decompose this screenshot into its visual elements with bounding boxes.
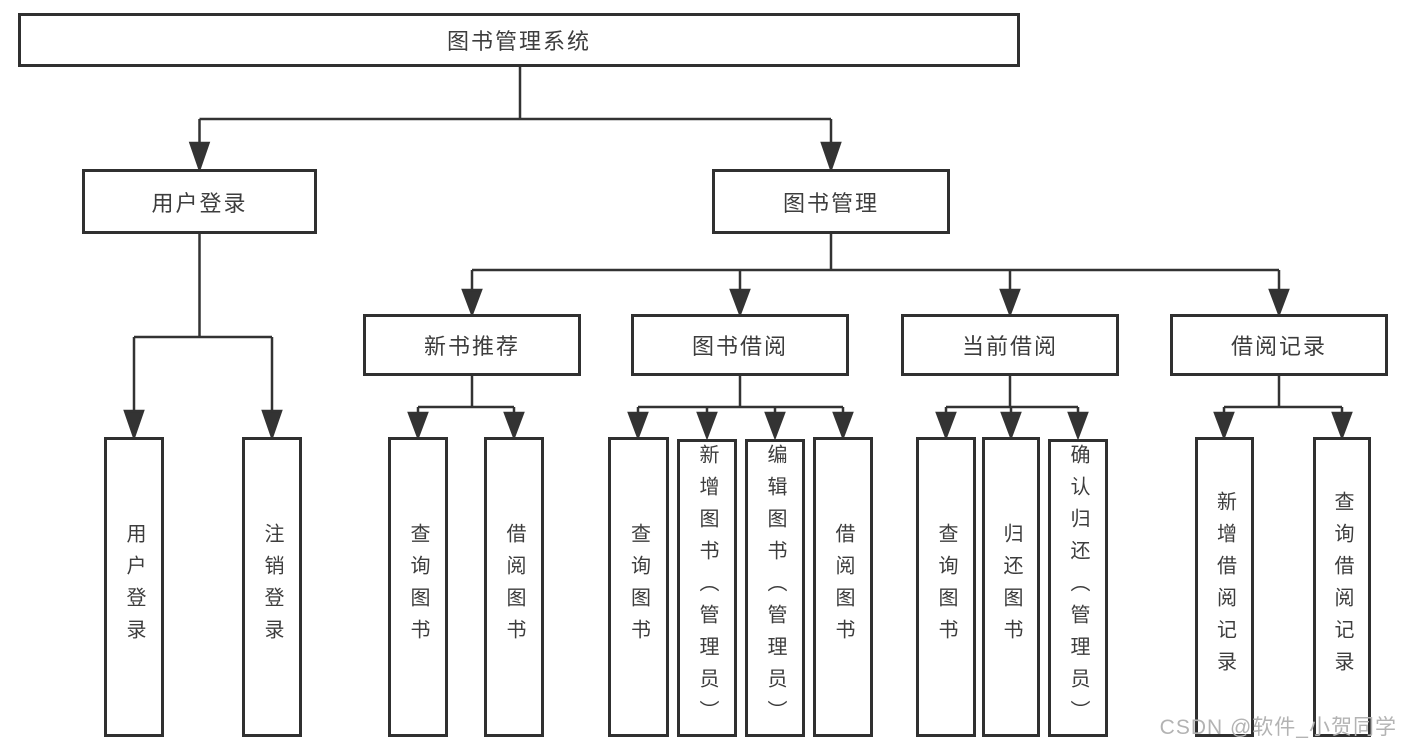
- arrowhead-icon: [729, 288, 751, 318]
- leaf-label: 查询图书: [627, 523, 650, 651]
- connector-user-login-children: [123, 234, 283, 441]
- node-book-borrowing: 图书借阅: [631, 314, 849, 376]
- leaf-label: 借阅图书: [503, 523, 525, 651]
- connector-current-borrowing-children: [935, 376, 1089, 441]
- leaf-return-books: 归还图书: [982, 437, 1040, 737]
- watermark: CSDN @软件_小贺同学: [1159, 716, 1397, 739]
- arrowhead-icon: [461, 288, 483, 318]
- arrowhead-icon: [1331, 411, 1353, 441]
- arrowhead-icon: [832, 411, 854, 441]
- arrowhead-icon: [123, 409, 145, 441]
- leaf-label: 查询图书: [935, 523, 957, 651]
- arrowhead-icon: [1000, 411, 1022, 441]
- leaf-confirm-return-admin: 确认归还（管理员）: [1048, 439, 1108, 737]
- arrowhead-icon: [627, 411, 649, 441]
- arrowhead-icon: [764, 411, 786, 441]
- leaf-borrow-book-borrowing: 借阅图书: [813, 437, 873, 737]
- leaf-label: 新增借阅记录: [1213, 491, 1236, 683]
- connector-book-borrowing-children: [627, 376, 854, 441]
- leaf-query-books-recommend: 查询图书: [388, 437, 448, 737]
- arrowhead-icon: [188, 141, 211, 173]
- arrowhead-icon: [1067, 411, 1089, 441]
- connector-book-management-sections: [461, 234, 1290, 318]
- leaf-add-borrow-record: 新增借阅记录: [1195, 437, 1254, 737]
- node-current-borrowing: 当前借阅: [901, 314, 1119, 376]
- leaf-label: 确认归还（管理员）: [1067, 444, 1089, 732]
- node-root: 图书管理系统: [18, 13, 1020, 67]
- leaf-label: 用户登录: [123, 523, 145, 651]
- arrowhead-icon: [261, 409, 283, 441]
- leaf-add-book-admin: 新增图书（管理员）: [677, 439, 737, 737]
- arrowhead-icon: [935, 411, 957, 441]
- leaf-label: 借阅图书: [832, 523, 854, 651]
- leaf-label: 注销登录: [261, 523, 283, 651]
- leaf-edit-book-admin: 编辑图书（管理员）: [745, 439, 805, 737]
- leaf-label: 查询借阅记录: [1331, 491, 1353, 683]
- arrowhead-icon: [999, 288, 1021, 318]
- arrowhead-icon: [1268, 288, 1290, 318]
- leaf-label: 新增图书（管理员）: [696, 444, 718, 732]
- leaf-logout-login: 注销登录: [242, 437, 302, 737]
- connector-new-book-recommend-children: [407, 376, 525, 441]
- arrowhead-icon: [820, 141, 842, 173]
- leaf-label: 编辑图书（管理员）: [764, 444, 786, 732]
- leaf-label: 查询图书: [407, 523, 429, 651]
- leaf-label: 归还图书: [1000, 523, 1022, 651]
- leaf-borrow-books-recommend: 借阅图书: [484, 437, 544, 737]
- leaf-query-books-current: 查询图书: [916, 437, 976, 737]
- leaf-user-login: 用户登录: [104, 437, 164, 737]
- connector-root-to-level1: [188, 67, 842, 173]
- arrowhead-icon: [696, 411, 718, 441]
- leaf-query-books-borrowing: 查询图书: [608, 437, 669, 737]
- leaf-query-borrow-record: 查询借阅记录: [1313, 437, 1371, 737]
- arrowhead-icon: [407, 411, 429, 441]
- node-borrowing-records: 借阅记录: [1170, 314, 1388, 376]
- connector-borrowing-records-children: [1213, 376, 1353, 441]
- node-new-book-recommend: 新书推荐: [363, 314, 581, 376]
- arrowhead-icon: [503, 411, 525, 441]
- node-book-management: 图书管理: [712, 169, 950, 234]
- arrowhead-icon: [1213, 411, 1235, 441]
- node-user-login: 用户登录: [82, 169, 317, 234]
